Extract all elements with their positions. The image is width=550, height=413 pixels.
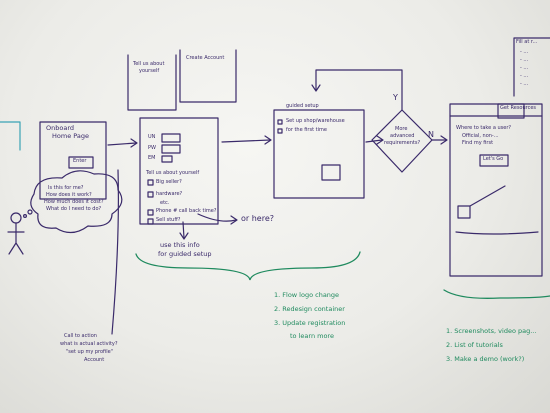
tell-us-heading: Tell us about yourself xyxy=(146,170,200,176)
guided-step-line1: Set up shop/warehouse xyxy=(286,118,345,124)
lets-go-button: Let's Go xyxy=(483,156,504,162)
guided-step-line2: for the first time xyxy=(286,127,327,133)
decision-line3: requirements? xyxy=(384,140,421,146)
green-center-4: to learn more xyxy=(290,332,334,340)
or-here-note: or here? xyxy=(241,214,274,223)
option-sell-stuff: Sell stuff? xyxy=(156,217,181,223)
top-box1-line1: Tell us about xyxy=(133,61,165,67)
right-bullet-2: Find my first xyxy=(462,140,494,146)
thought-line-4: What do I need to do? xyxy=(46,206,102,212)
home-enter-button: Enter xyxy=(73,158,87,164)
top-box2-label: Create Account xyxy=(186,55,225,61)
green-center-1: 1. Flow logo change xyxy=(274,291,340,299)
use-info-line1: use this info xyxy=(160,241,200,249)
green-center-2: 2. Redesign container xyxy=(274,305,345,313)
thought-line-3: How much does it cost? xyxy=(44,199,104,205)
fill-item-1: - ... xyxy=(520,49,529,55)
bottom-note-line-4: Account xyxy=(84,357,105,363)
fill-item-2: - ... xyxy=(520,57,529,63)
bottom-note-line-2: what is actual activity? xyxy=(60,341,118,347)
right-bullet-1: Official, non-... xyxy=(462,133,499,139)
option-hardware: hardware? xyxy=(156,191,183,197)
use-info-line2: for guided setup xyxy=(158,250,212,258)
home-title-line2: Home Page xyxy=(52,132,89,140)
decision-yes-label: Y xyxy=(393,93,398,102)
bottom-note-line-1: Call to action xyxy=(64,333,97,339)
decision-line1: More xyxy=(395,126,408,132)
get-resources-badge: Get Resources xyxy=(500,105,537,111)
guided-setup-label: guided setup xyxy=(286,103,319,109)
field-em: EM xyxy=(148,155,156,161)
right-question: Where to take a user? xyxy=(456,125,512,131)
option-phone: Phone # call back time? xyxy=(156,208,217,214)
fill-title: Fill at r... xyxy=(516,39,538,45)
thought-line-2: How does it work? xyxy=(46,192,92,198)
green-right-1: 1. Screenshots, video pag... xyxy=(446,327,537,335)
fill-item-4: - ... xyxy=(520,73,529,79)
option-etc: etc. xyxy=(160,200,170,206)
home-title-line1: Onboard xyxy=(46,124,75,132)
fill-item-5: - ... xyxy=(520,81,529,87)
bottom-note-line-3: "set up my profile" xyxy=(66,349,113,355)
field-pw: PW xyxy=(148,145,156,151)
thought-line-1: Is this for me? xyxy=(48,185,84,191)
green-right-3: 3. Make a demo (work?) xyxy=(446,355,525,363)
top-box1-line2: yourself xyxy=(139,68,160,74)
green-right-2: 2. List of tutorials xyxy=(446,341,503,349)
fill-item-3: - ... xyxy=(520,65,529,71)
field-un: UN xyxy=(148,134,156,140)
green-center-3: 3. Update registration xyxy=(274,319,346,327)
decision-no-label: N xyxy=(428,130,434,139)
option-big-seller: Big seller? xyxy=(156,179,182,185)
decision-line2: advanced xyxy=(390,133,415,139)
